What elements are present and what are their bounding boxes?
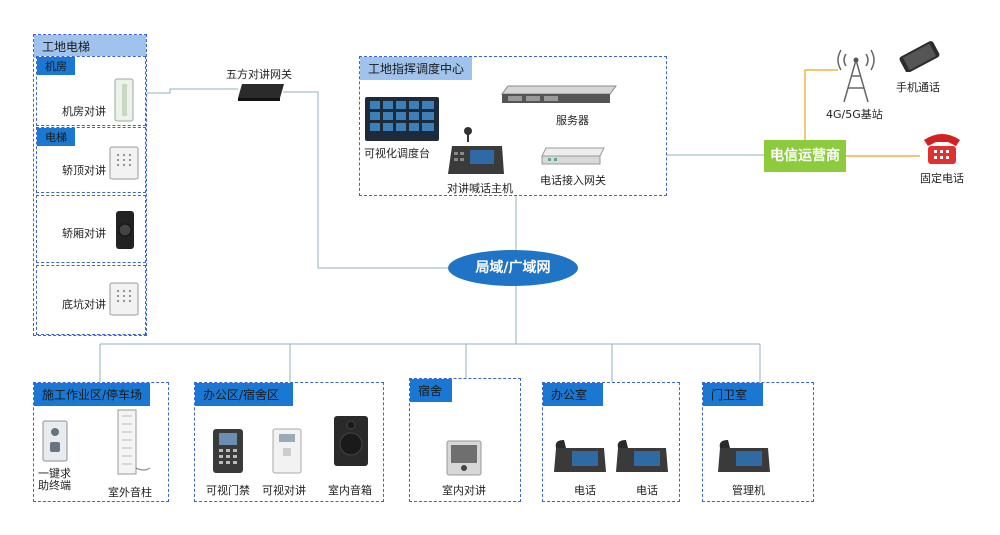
video-intercom-icon bbox=[272, 428, 302, 474]
desk-phone-icon bbox=[616, 440, 668, 472]
phone-gateway-icon bbox=[541, 147, 605, 165]
zone-item: 室内音箱 bbox=[328, 484, 372, 497]
zone-item: 可视门禁 bbox=[206, 484, 250, 497]
car-intercom-label: 轿厢对讲 bbox=[62, 227, 106, 240]
telecom-node: 电信运营商 bbox=[764, 140, 846, 172]
zone-construction: 施工作业区/停车场 bbox=[33, 382, 169, 502]
network-node: 局域/广域网 bbox=[448, 250, 578, 286]
black-speaker-icon bbox=[116, 211, 134, 249]
zone-item: 电话 bbox=[574, 484, 596, 497]
zone-title: 办公室 bbox=[543, 383, 603, 406]
zone-item: 电话 bbox=[636, 484, 658, 497]
console-label: 可视化调度台 bbox=[364, 147, 430, 160]
zone-dorm: 宿舍 bbox=[409, 378, 521, 502]
phone-gateway-label: 电话接入网关 bbox=[540, 174, 606, 187]
command-center-title: 工地指挥调度中心 bbox=[360, 57, 473, 80]
zone-guard: 门卫室 bbox=[702, 382, 814, 502]
elevator-header: 电梯 bbox=[37, 128, 75, 146]
zone-item: 可视对讲 bbox=[262, 484, 306, 497]
desk-phone-icon bbox=[718, 440, 770, 472]
zone-title: 宿舍 bbox=[410, 379, 452, 402]
zone-item: 室内对讲 bbox=[442, 484, 486, 497]
elevator-box: 电梯 bbox=[36, 127, 146, 193]
base-station-label: 4G/5G基站 bbox=[826, 108, 883, 121]
zone-title: 门卫室 bbox=[703, 383, 763, 406]
speaker-panel-icon bbox=[109, 282, 139, 316]
car-top-label: 轿顶对讲 bbox=[62, 164, 106, 177]
outdoor-column-speaker-icon bbox=[117, 409, 151, 475]
help-terminal-icon bbox=[42, 420, 68, 462]
video-access-icon bbox=[213, 429, 243, 473]
indoor-speaker-icon bbox=[334, 416, 368, 466]
intercom-host-icon bbox=[448, 127, 504, 174]
antenna-tower-icon bbox=[837, 49, 875, 103]
gateway-label: 五方对讲网关 bbox=[226, 68, 292, 81]
mobile-label: 手机通话 bbox=[896, 81, 940, 94]
zone-item: 室外音柱 bbox=[108, 486, 152, 499]
zone-item: 管理机 bbox=[732, 484, 765, 497]
zone-title: 办公区/宿舍区 bbox=[195, 383, 293, 406]
wall-intercom-icon bbox=[114, 78, 134, 122]
host-label: 对讲喊话主机 bbox=[447, 182, 513, 195]
dispatch-console-icon bbox=[365, 97, 439, 141]
zone-title: 施工作业区/停车场 bbox=[34, 383, 151, 406]
server-label: 服务器 bbox=[556, 114, 589, 127]
gateway-device-icon bbox=[238, 84, 284, 101]
fixed-phone-icon bbox=[924, 134, 960, 164]
zone-item: 一键求 助终端 bbox=[38, 467, 71, 492]
machine-room-device-label: 机房对讲 bbox=[62, 105, 106, 118]
server-icon bbox=[501, 85, 617, 103]
site-elevator-title: 工地电梯 bbox=[34, 35, 146, 58]
fixed-phone-label: 固定电话 bbox=[920, 172, 964, 185]
zone-office: 办公室 bbox=[542, 382, 680, 502]
indoor-intercom-icon bbox=[446, 440, 482, 476]
desk-phone-icon bbox=[554, 440, 606, 472]
mobile-phone-icon bbox=[899, 41, 940, 72]
speaker-panel-icon bbox=[109, 146, 139, 180]
machine-room-header: 机房 bbox=[37, 57, 75, 75]
pit-intercom-label: 底坑对讲 bbox=[62, 298, 106, 311]
